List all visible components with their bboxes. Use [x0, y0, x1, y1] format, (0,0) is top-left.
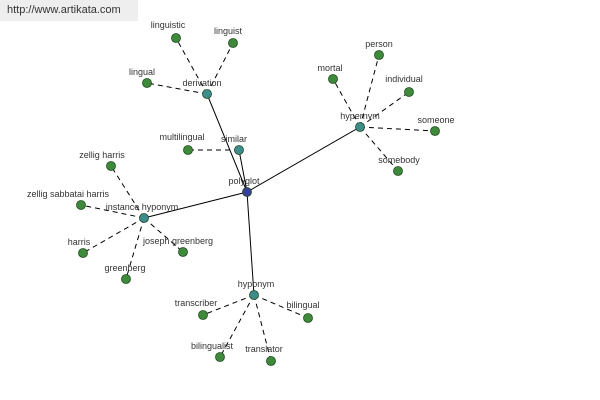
node-polyglot[interactable] [242, 187, 252, 197]
edge-hyponym-bilingual [253, 294, 309, 319]
node-instance-hyponym[interactable] [139, 213, 149, 223]
node-similar[interactable] [234, 145, 244, 155]
label-polyglot[interactable]: polyglot [228, 176, 260, 186]
node-linguist[interactable] [228, 38, 238, 48]
label-harris[interactable]: harris [68, 237, 91, 247]
label-bilingual[interactable]: bilingual [286, 300, 319, 310]
label-hyponym[interactable]: hyponym [238, 279, 275, 289]
edge-polyglot-hyponym [246, 191, 255, 296]
node-zellig-harris[interactable] [106, 161, 116, 171]
edge-instance-hyponym-greenberg [125, 217, 145, 280]
node-hyponym[interactable] [249, 290, 259, 300]
edge-hypernym-individual [359, 91, 410, 128]
node-lingual[interactable] [142, 78, 152, 88]
node-transcriber[interactable] [198, 310, 208, 320]
edges-layer [80, 37, 436, 362]
node-translator[interactable] [266, 356, 276, 366]
label-linguist[interactable]: linguist [214, 26, 243, 36]
edge-instance-hyponym-zellig-harris [110, 165, 145, 219]
edge-derivation-linguistic [175, 37, 208, 95]
label-linguistic[interactable]: linguistic [151, 20, 186, 30]
label-greenberg[interactable]: greenberg [104, 263, 145, 273]
node-derivation[interactable] [202, 89, 212, 99]
edge-hypernym-somebody [359, 126, 399, 172]
edge-hyponym-bilingualist [219, 294, 255, 358]
label-hypernym[interactable]: hypernym [340, 111, 380, 121]
edge-polyglot-similar [238, 149, 248, 193]
edge-hypernym-person [359, 54, 380, 128]
node-someone[interactable] [430, 126, 440, 136]
label-mortal[interactable]: mortal [317, 63, 342, 73]
label-somebody[interactable]: somebody [378, 155, 420, 165]
edge-polyglot-instance-hyponym [143, 191, 248, 219]
label-multilingual[interactable]: multilingual [159, 132, 204, 142]
label-lingual[interactable]: lingual [129, 67, 155, 77]
node-multilingual[interactable] [183, 145, 193, 155]
label-individual[interactable]: individual [385, 74, 423, 84]
label-derivation[interactable]: derivation [182, 78, 221, 88]
node-harris[interactable] [78, 248, 88, 258]
node-bilingual[interactable] [303, 313, 313, 323]
node-greenberg[interactable] [121, 274, 131, 284]
node-person[interactable] [374, 50, 384, 60]
nodes-layer [76, 33, 440, 366]
label-translator[interactable]: translator [245, 344, 283, 354]
label-similar[interactable]: similar [221, 134, 247, 144]
edge-polyglot-derivation [206, 93, 248, 193]
node-hypernym[interactable] [355, 122, 365, 132]
label-zellig-sabbatai-harris[interactable]: zellig sabbatai harris [27, 189, 110, 199]
edge-hypernym-mortal [332, 78, 361, 128]
label-person[interactable]: person [365, 39, 393, 49]
edge-instance-hyponym-harris [82, 217, 145, 254]
edge-instance-hyponym-zellig-sabbatai-harris [80, 204, 145, 219]
edge-hyponym-transcriber [202, 294, 255, 316]
node-joseph-greenberg[interactable] [178, 247, 188, 257]
node-individual[interactable] [404, 87, 414, 97]
site-url[interactable]: http://www.artikata.com [7, 4, 121, 16]
node-mortal[interactable] [328, 74, 338, 84]
labels-layer: polyglot derivation similar hypernym instanc… [27, 20, 455, 354]
edge-derivation-lingual [146, 82, 208, 95]
node-bilingualist[interactable] [215, 352, 225, 362]
label-instance-hyponym[interactable]: instance hyponym [106, 202, 179, 212]
node-linguistic[interactable] [171, 33, 181, 43]
label-someone[interactable]: someone [417, 115, 454, 125]
edge-hypernym-someone [359, 126, 436, 132]
edge-instance-hyponym-joseph-greenberg [143, 217, 184, 253]
edge-hyponym-translator [253, 294, 272, 362]
url-banner: http://www.artikata.com [0, 0, 138, 21]
node-zellig-sabbatai-harris[interactable] [76, 200, 86, 210]
label-bilingualist[interactable]: bilingualist [191, 341, 234, 351]
edge-polyglot-hypernym [246, 126, 361, 193]
node-somebody[interactable] [393, 166, 403, 176]
label-joseph-greenberg[interactable]: joseph greenberg [142, 236, 213, 246]
label-zellig-harris[interactable]: zellig harris [79, 150, 125, 160]
label-transcriber[interactable]: transcriber [175, 298, 218, 308]
edge-derivation-linguist [206, 42, 234, 95]
